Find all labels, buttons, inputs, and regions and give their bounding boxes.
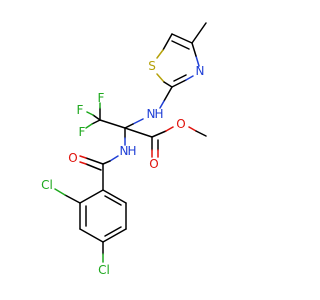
bond xyxy=(156,73,165,83)
bond xyxy=(163,81,173,88)
bond xyxy=(54,188,66,196)
bond xyxy=(124,127,153,138)
oxygen-atom-label: O xyxy=(68,151,77,165)
benzene-ring xyxy=(79,189,127,243)
bond xyxy=(191,42,197,57)
bond xyxy=(85,163,102,171)
hydrogen-atom-label: H xyxy=(127,144,136,158)
nitrogen-atom-label: N xyxy=(120,144,129,158)
fluorine-atom-label: F xyxy=(79,125,86,139)
sulfur-atom-label: S xyxy=(148,59,156,73)
bond xyxy=(102,228,127,243)
bond xyxy=(99,119,126,129)
oxygen-atom-label: O xyxy=(149,157,158,171)
hydrogen-atom-label: H xyxy=(154,107,163,121)
bond xyxy=(195,130,207,137)
bond xyxy=(109,155,119,162)
bond xyxy=(173,74,187,82)
bond xyxy=(195,55,200,67)
bond xyxy=(86,111,94,116)
bond xyxy=(102,160,111,165)
bond xyxy=(104,195,122,206)
bond xyxy=(64,194,81,204)
nitrogen-atom-label: N xyxy=(147,107,156,121)
bond xyxy=(85,123,93,129)
nitrogen-atom-label: N xyxy=(196,64,205,78)
chlorine-atom-label: Cl xyxy=(98,263,110,277)
molecule-diagram: S N N H F F F O O O N H Cl Cl xyxy=(41,22,207,277)
bond xyxy=(171,40,190,50)
thiazole-ring xyxy=(156,22,207,88)
chlorine-atom-label: Cl xyxy=(41,178,53,192)
bond xyxy=(171,33,193,44)
bond xyxy=(188,126,197,132)
bond xyxy=(162,33,173,51)
bond xyxy=(124,123,134,129)
fluorine-atom-label: F xyxy=(98,91,105,105)
bond xyxy=(171,79,187,88)
bond xyxy=(163,86,173,102)
bond xyxy=(79,189,104,204)
bond xyxy=(91,119,101,125)
oxygen-atom-label: O xyxy=(176,117,185,131)
bond xyxy=(151,130,167,138)
bond xyxy=(79,155,87,159)
fluorine-atom-label: F xyxy=(77,103,84,117)
bond xyxy=(102,189,127,204)
bond xyxy=(79,161,87,165)
bond xyxy=(156,49,164,59)
bond xyxy=(185,75,194,81)
bond xyxy=(79,228,104,243)
bond xyxy=(159,100,165,109)
bond xyxy=(85,157,104,165)
bond xyxy=(191,22,207,44)
bond xyxy=(104,226,122,237)
bond xyxy=(132,118,144,125)
bond xyxy=(165,126,174,132)
bond xyxy=(92,114,101,121)
